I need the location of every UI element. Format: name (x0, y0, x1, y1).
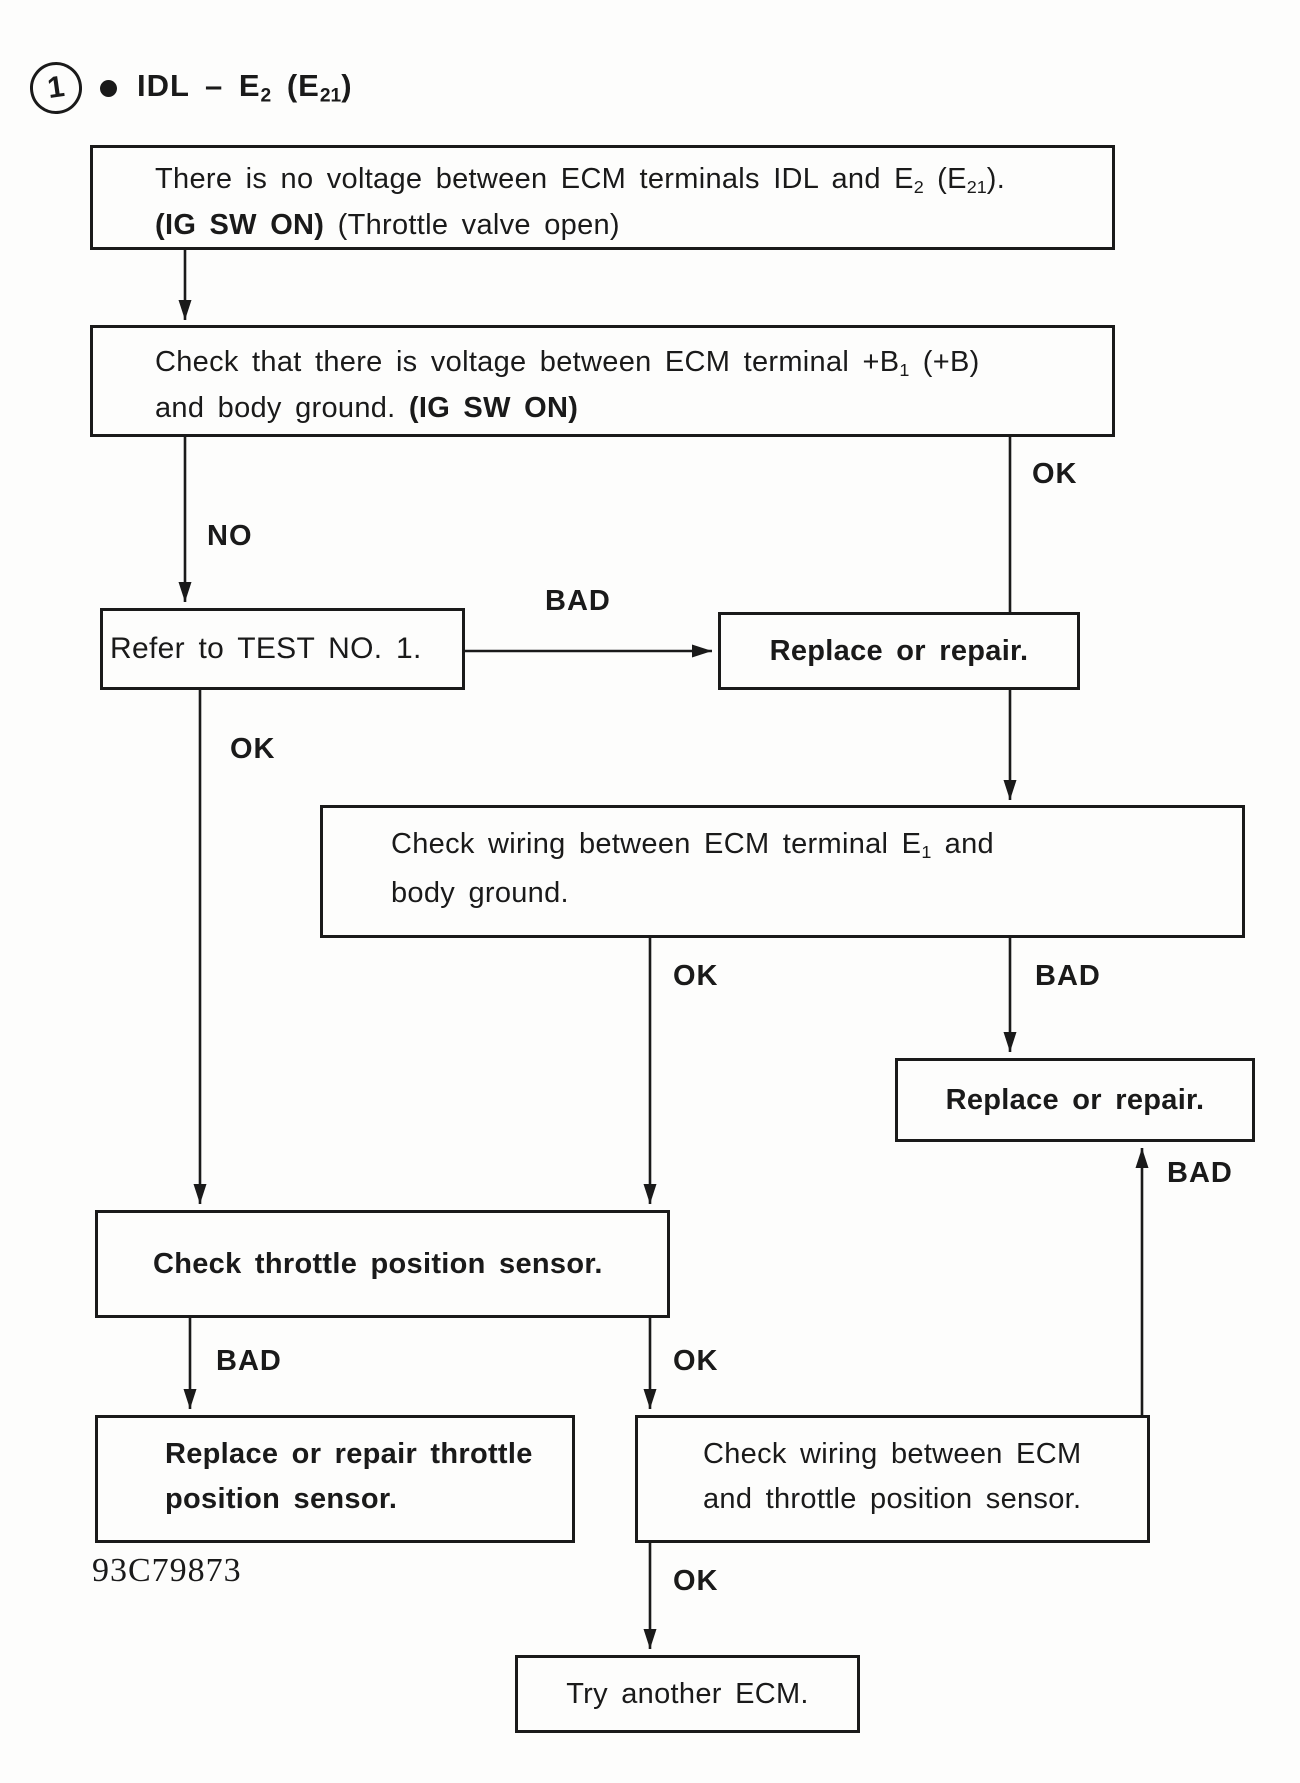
box-replace-or-repair-1: Replace or repair. (718, 612, 1080, 690)
box-check-b1-line1: Check that there is voltage between ECM … (155, 346, 980, 381)
box-check-wiring-ecm-tps: Check wiring between ECM and throttle po… (635, 1415, 1150, 1543)
step-number-circle: 1 (26, 58, 86, 118)
branch-label-ok-final: OK (673, 1565, 719, 1597)
branch-label-bad-tps: BAD (216, 1345, 282, 1377)
box-check-b1-voltage: Check that there is voltage between ECM … (90, 325, 1115, 437)
box-check-wiring-e1-line2: body ground. (391, 877, 569, 910)
box-replace-repair-tps-line1: Replace or repair throttle (165, 1438, 533, 1470)
box-try-another-ecm-text: Try another ECM. (566, 1677, 809, 1710)
branch-label-bad-up: BAD (1167, 1157, 1233, 1189)
branch-label-ok-right: OK (1032, 458, 1078, 490)
branch-label-bad-test1: BAD (545, 585, 611, 617)
step-number: 1 (45, 70, 67, 106)
box-check-wiring-ecm-tps-line1: Check wiring between ECM (703, 1438, 1082, 1470)
branch-label-ok-test1: OK (230, 733, 276, 765)
box-refer-test-no1: Refer to TEST NO. 1. (100, 608, 465, 690)
box-no-voltage-line2: (IG SW ON) (Throttle valve open) (155, 209, 620, 242)
box-replace-repair-tps-line2: position sensor. (165, 1483, 398, 1515)
branch-label-ok-tps: OK (673, 1345, 719, 1377)
flowchart-title: IDL – E2 (E21) (137, 68, 353, 107)
box-replace-or-repair-1-text: Replace or repair. (769, 634, 1029, 667)
box-check-wiring-ecm-tps-line2: and throttle position sensor. (703, 1483, 1082, 1515)
box-no-voltage-line1: There is no voltage between ECM terminal… (155, 163, 1006, 198)
branch-label-ok-wiring-e1: OK (673, 960, 719, 992)
figure-code: 93C79873 (92, 1552, 242, 1589)
branch-label-no: NO (207, 520, 253, 552)
box-replace-or-repair-2: Replace or repair. (895, 1058, 1255, 1142)
box-check-throttle-sensor: Check throttle position sensor. (95, 1210, 670, 1318)
box-replace-or-repair-2-text: Replace or repair. (945, 1083, 1205, 1116)
box-replace-repair-throttle-sensor: Replace or repair throttle position sens… (95, 1415, 575, 1543)
box-check-b1-line2: and body ground. (IG SW ON) (155, 392, 579, 425)
box-check-throttle-sensor-text: Check throttle position sensor. (153, 1247, 603, 1280)
branch-label-bad-wiring-e1: BAD (1035, 960, 1101, 992)
bullet-icon (100, 79, 117, 97)
box-try-another-ecm: Try another ECM. (515, 1655, 860, 1733)
box-check-wiring-e1-line1: Check wiring between ECM terminal E1 and (391, 828, 994, 863)
box-no-voltage: There is no voltage between ECM terminal… (90, 145, 1115, 250)
box-check-wiring-e1: Check wiring between ECM terminal E1 and… (320, 805, 1245, 938)
flowchart-header: 1 IDL – E2 (E21) (26, 58, 353, 118)
box-refer-test-no1-text: Refer to TEST NO. 1. (110, 632, 422, 665)
